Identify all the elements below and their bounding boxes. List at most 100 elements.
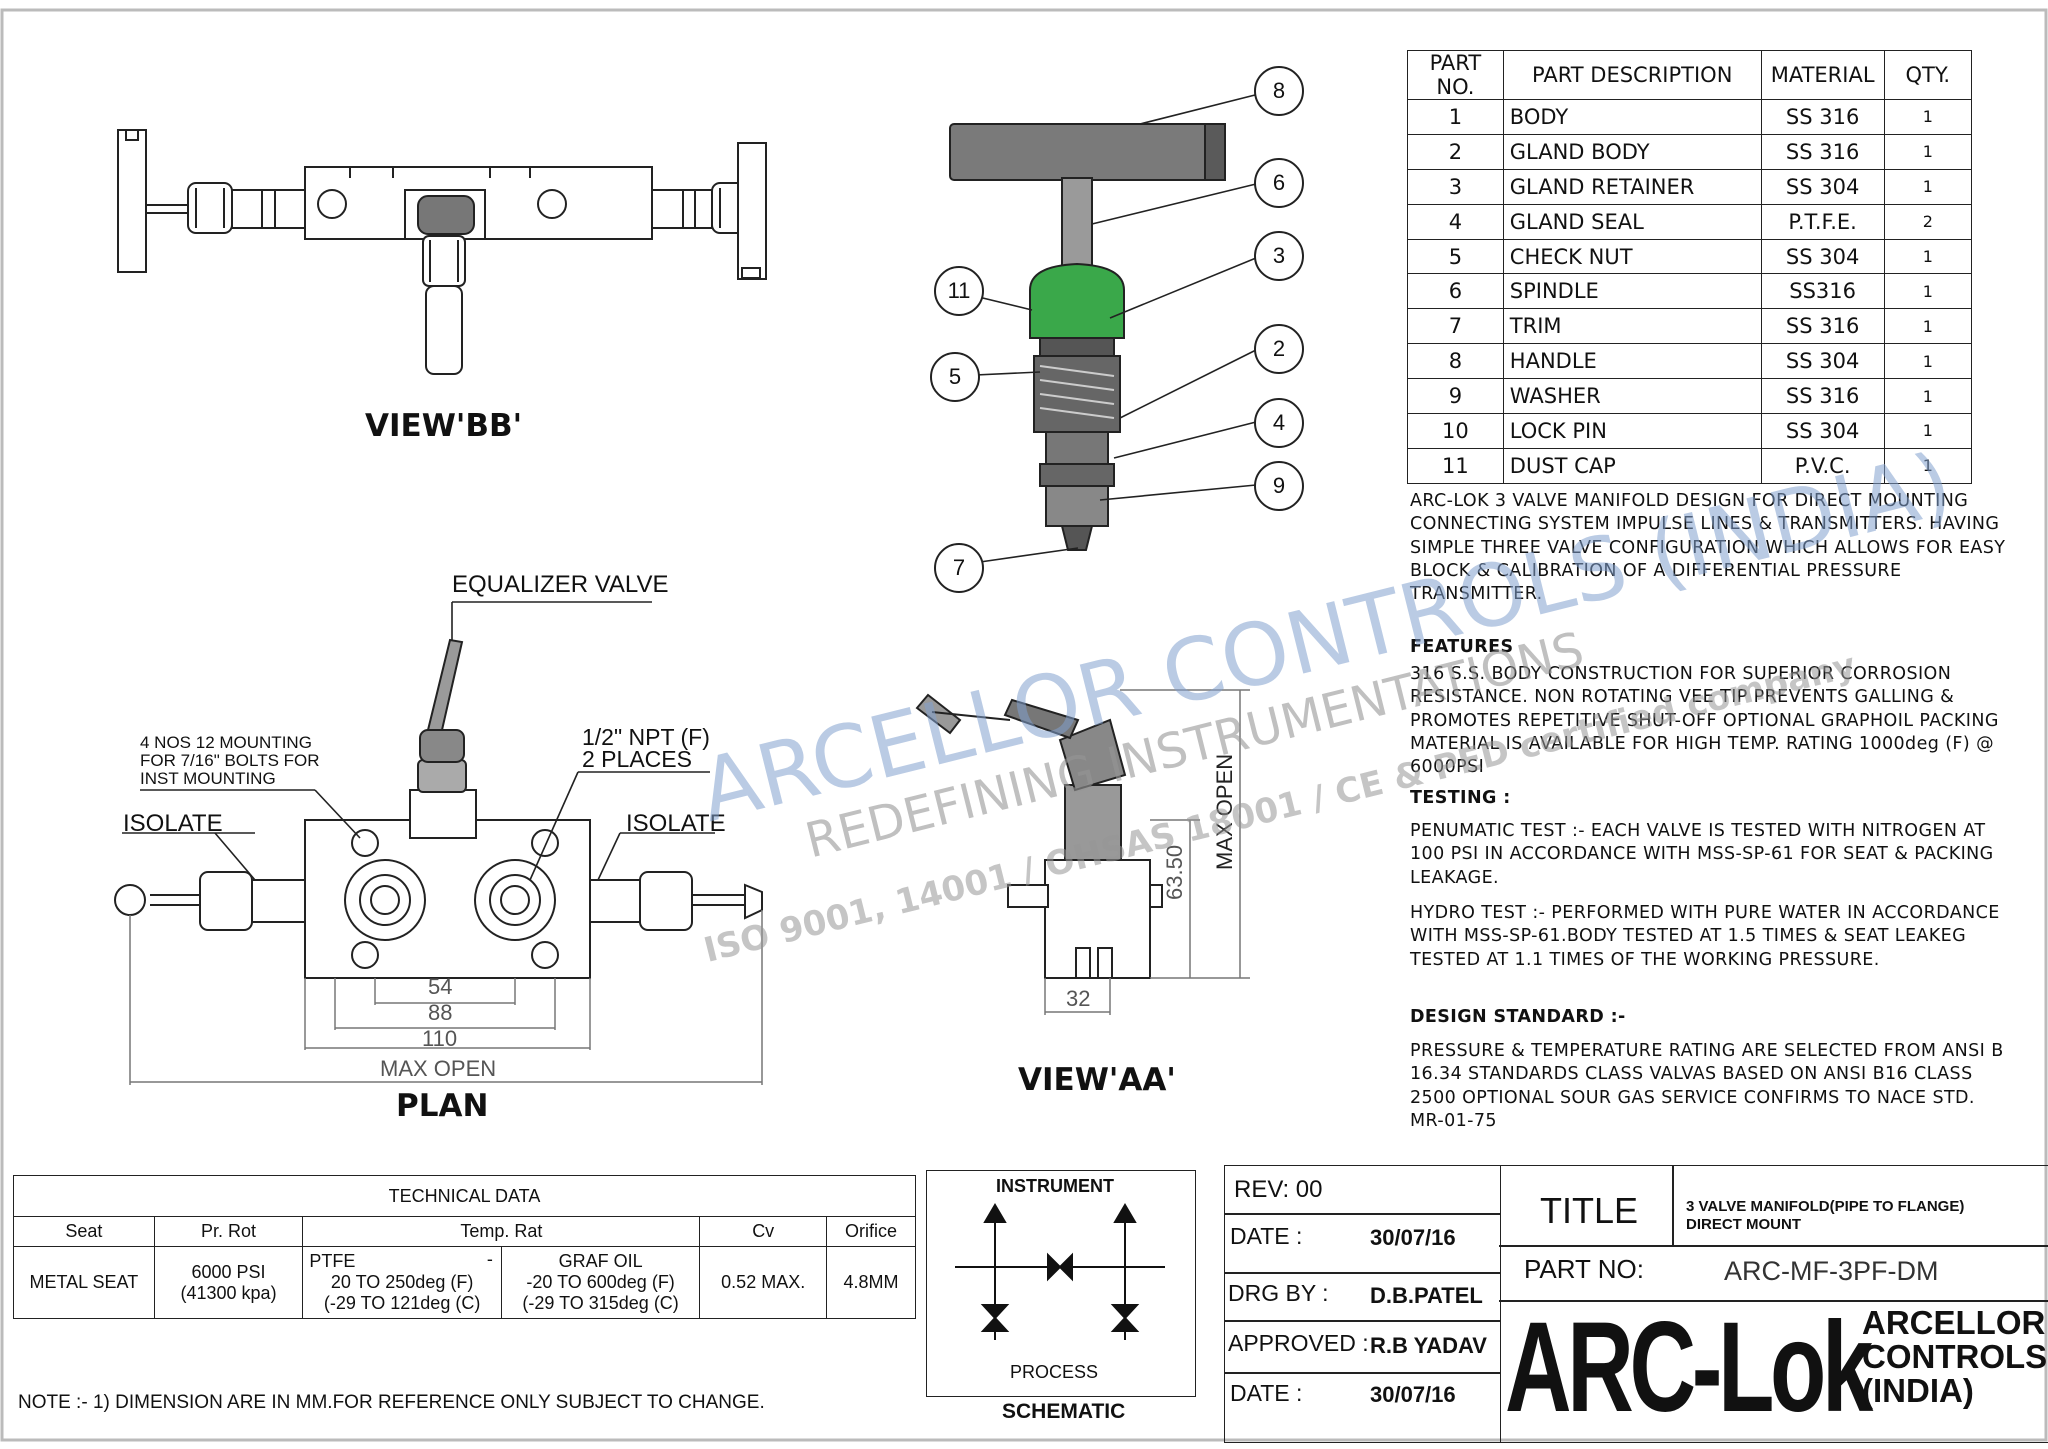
header-part-description: PART DESCRIPTION xyxy=(1502,50,1762,100)
tech-header-pr-rot: Pr. Rot xyxy=(153,1216,304,1247)
date2-value: 30/07/16 xyxy=(1370,1382,1456,1407)
material-cell: SS316 xyxy=(1760,273,1885,310)
part-description-cell: GLAND RETAINER xyxy=(1502,168,1762,205)
technical-data-table: TECHNICAL DATA Seat Pr. Rot Temp. Rat Cv… xyxy=(13,1175,916,1319)
dim-110: 110 xyxy=(422,1026,458,1051)
company-name-line3: (INDIA) xyxy=(1862,1372,1974,1409)
material-cell: SS 316 xyxy=(1760,99,1885,135)
balloon-leaders xyxy=(953,94,1257,563)
part-no-cell: 10 xyxy=(1407,413,1504,449)
tech-seat-value: METAL SEAT xyxy=(13,1246,155,1319)
part-no-cell: 2 xyxy=(1407,133,1504,170)
view-aa-drawing xyxy=(915,693,1163,979)
dim-88: 88 xyxy=(428,1000,453,1025)
schematic-process: PROCESS xyxy=(1010,1362,1099,1382)
part-no-cell: 6 xyxy=(1407,273,1504,310)
balloon-2: 2 xyxy=(1254,324,1304,374)
part-no-cell: 8 xyxy=(1407,343,1504,380)
npt-callout: 1/2" NPT (F) xyxy=(582,724,710,750)
tech-graf-cell: GRAF OIL -20 TO 600deg (F) (-29 TO 315de… xyxy=(500,1246,701,1319)
partno-divider xyxy=(1499,1300,2048,1302)
plan-label: PLAN xyxy=(396,1088,489,1124)
tech-graf-f: -20 TO 600deg (F) xyxy=(526,1272,675,1292)
tech-pr-rot-kpa: (41300 kpa) xyxy=(180,1282,277,1303)
material-cell: SS 304 xyxy=(1760,413,1885,449)
part-description-cell: LOCK PIN xyxy=(1502,413,1762,449)
pneumatic-test-text: PENUMATIC TEST :- EACH VALVE IS TESTED W… xyxy=(1410,821,1994,888)
date2-label: DATE : xyxy=(1230,1380,1303,1406)
part-no-cell: 7 xyxy=(1407,308,1504,345)
part-description-cell: CHECK NUT xyxy=(1502,238,1762,275)
qty-cell: 1 xyxy=(1883,308,1973,345)
rev-divider xyxy=(1224,1213,1501,1215)
material-cell: SS 304 xyxy=(1760,168,1885,205)
tech-graf-label: GRAF OIL xyxy=(558,1251,643,1271)
approved-value: R.B YADAV xyxy=(1370,1333,1487,1358)
tech-orifice-value: 4.8MM xyxy=(826,1246,916,1319)
tech-pr-rot-psi: 6000 PSI xyxy=(191,1261,266,1282)
tech-header-seat: Seat xyxy=(13,1216,155,1247)
balloon-3: 3 xyxy=(1254,231,1304,281)
material-cell: SS 316 xyxy=(1760,378,1885,415)
part-no-cell: 3 xyxy=(1407,168,1504,205)
balloon-8: 8 xyxy=(1254,66,1304,116)
drg-by-value: D.B.PATEL xyxy=(1370,1283,1483,1308)
plan-drawing xyxy=(114,638,763,979)
schematic-box xyxy=(926,1170,1196,1397)
header-qty: QTY. xyxy=(1883,50,1973,100)
qty-cell: 1 xyxy=(1883,447,1973,484)
parts-header-row: PART NO. PART DESCRIPTION MATERIAL QTY. xyxy=(1407,50,1973,100)
parts-table: PART NO. PART DESCRIPTION MATERIAL QTY. … xyxy=(1407,50,1973,484)
view-bb-drawing xyxy=(117,129,767,375)
balloon-6: 6 xyxy=(1254,158,1304,208)
balloon-5: 5 xyxy=(930,352,980,402)
plan-leaders xyxy=(122,601,715,881)
balloon-7: 7 xyxy=(934,543,984,593)
qty-cell: 1 xyxy=(1883,343,1973,380)
isolate-left-callout: ISOLATE xyxy=(123,810,223,837)
tech-pr-rot-value: 6000 PSI (41300 kpa) xyxy=(153,1246,304,1319)
isolate-right-callout: ISOLATE xyxy=(626,810,726,837)
dim-max-open-plan: MAX OPEN xyxy=(380,1056,497,1081)
part-description-cell: TRIM xyxy=(1502,308,1762,345)
part-no-cell: 4 xyxy=(1407,203,1504,240)
rev-label: REV: 00 xyxy=(1234,1176,1323,1203)
dim-max-open-aa: MAX OPEN xyxy=(1212,753,1237,870)
mounting-callout: 4 NOS 12 MOUNTING FOR 7/16" BOLTS FOR IN… xyxy=(140,733,320,788)
qty-cell: 1 xyxy=(1883,168,1973,205)
technical-data-title: TECHNICAL DATA xyxy=(13,1175,916,1217)
title-v-divider xyxy=(1672,1165,1674,1247)
dim-32: 32 xyxy=(1066,986,1091,1011)
date-divider xyxy=(1224,1272,1501,1274)
approved-divider xyxy=(1224,1372,1501,1374)
dim-63-50: 63.50 xyxy=(1162,844,1187,900)
qty-cell: 1 xyxy=(1883,413,1973,449)
material-cell: SS 304 xyxy=(1760,343,1885,380)
design-standard-heading: DESIGN STANDARD :- xyxy=(1410,1007,1626,1027)
part-description-cell: BODY xyxy=(1502,99,1762,135)
drg-by-label: DRG BY : xyxy=(1228,1280,1329,1306)
part-description-cell: WASHER xyxy=(1502,378,1762,415)
tech-header-cv: Cv xyxy=(699,1216,828,1247)
exploded-valve-drawing xyxy=(949,123,1226,551)
description-intro: ARC-LOK 3 VALVE MANIFOLD DESIGN FOR DIRE… xyxy=(1410,491,2006,605)
date-value: 30/07/16 xyxy=(1370,1225,1456,1250)
header-material: MATERIAL xyxy=(1760,50,1885,100)
part-no-cell: 9 xyxy=(1407,378,1504,415)
tech-header-orifice: Orifice xyxy=(826,1216,916,1247)
qty-cell: 1 xyxy=(1883,378,1973,415)
part-no-cell: 11 xyxy=(1407,447,1504,484)
tech-cv-value: 0.52 MAX. xyxy=(699,1246,828,1319)
part-no-label: PART NO: xyxy=(1524,1254,1644,1284)
schematic-instrument: INSTRUMENT xyxy=(996,1176,1114,1196)
part-description-cell: GLAND SEAL xyxy=(1502,203,1762,240)
qty-cell: 1 xyxy=(1883,273,1973,310)
